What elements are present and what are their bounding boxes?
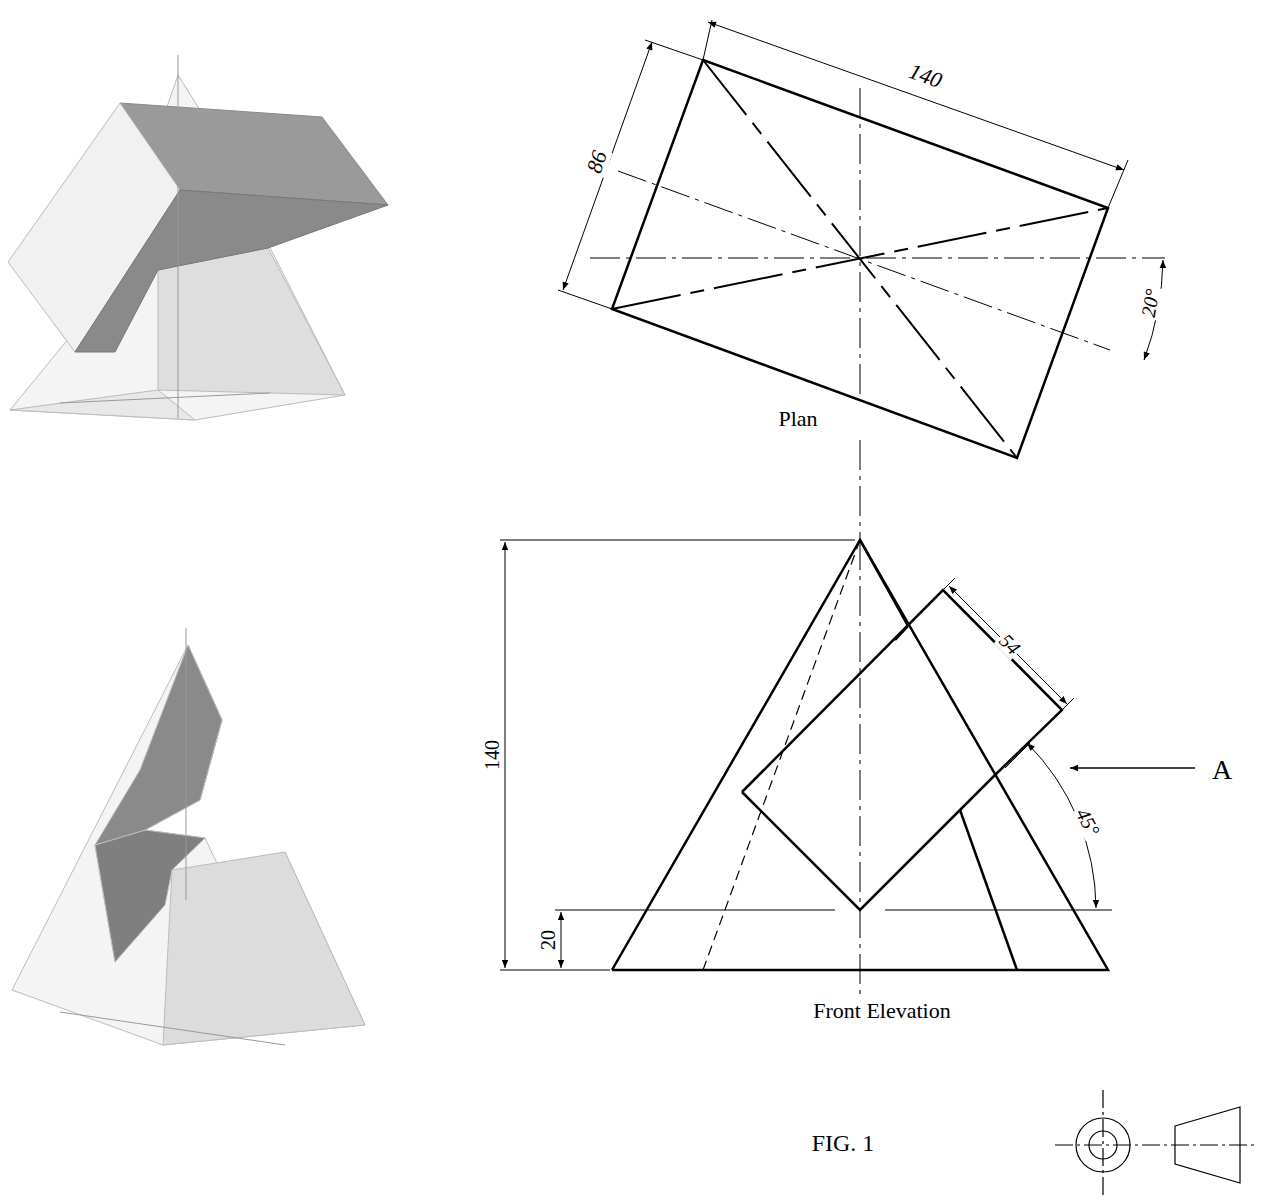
figure-caption: FIG. 1 xyxy=(810,1130,877,1156)
iso-sketch-bottom xyxy=(12,628,365,1045)
projection-symbol xyxy=(1055,1090,1258,1198)
front-elevation-view xyxy=(500,540,1195,1000)
dimension-label: 20 xyxy=(537,928,559,952)
plan-view xyxy=(558,20,1165,540)
dimension-label: 140 xyxy=(904,58,947,93)
dimension-label: 140 xyxy=(481,738,503,772)
dimension-label: 45° xyxy=(1071,803,1105,842)
dimension-label: 20° xyxy=(1136,285,1163,320)
dimension-label: Front Elevation xyxy=(811,999,952,1023)
dimension-label: A xyxy=(1210,755,1234,785)
dimension-label: Plan xyxy=(776,407,819,431)
iso-sketch-top xyxy=(8,55,388,420)
dimension-label: 86 xyxy=(582,146,613,178)
dimension-label: 54 xyxy=(994,628,1027,661)
